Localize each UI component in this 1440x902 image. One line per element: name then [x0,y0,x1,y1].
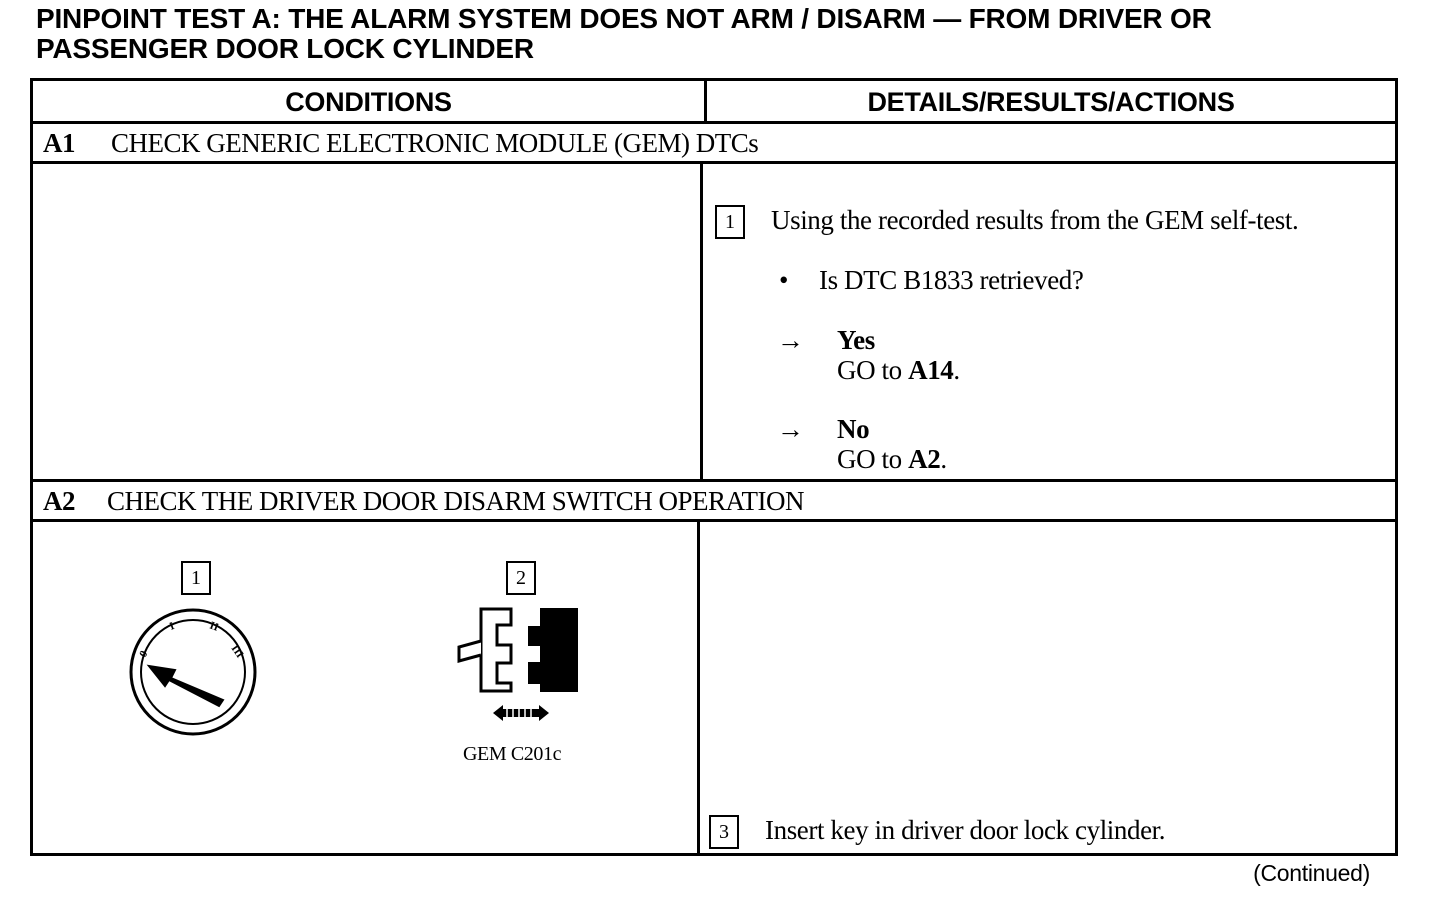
a2-heading-text: CHECK THE DRIVER DOOR DISARM SWITCH OPER… [107,486,805,516]
a1-step-1-box: 1 [715,205,745,239]
a1-yes-label: Yes [837,325,875,355]
details-header: DETAILS/RESULTS/ACTIONS [867,87,1235,117]
a1-no-goto: GO to [837,444,902,474]
a1-question: Is DTC B1833 retrieved? [819,265,1084,295]
a1-bullet: • [779,265,789,295]
title-line-1: PINPOINT TEST A: THE ALARM SYSTEM DOES N… [36,3,1212,34]
a1-bottom-divider [33,479,1395,482]
header-divider [33,121,1395,124]
a1-step-id: A1 [43,128,76,158]
ignition-switch-icon: 0 I II III [129,608,257,736]
ign-label-0: 0 [137,648,150,659]
column-divider [704,81,707,121]
a1-yes-goto: GO to [837,355,902,385]
a1-yes-target: A14 [908,355,954,385]
page-title: PINPOINT TEST A: THE ALARM SYSTEM DOES N… [36,4,1426,64]
yes-arrow-icon: → [777,325,804,355]
ign-label-2: II [208,620,220,634]
a2-fig-1-box: 1 [181,561,211,595]
a2-fig-2-box: 2 [506,561,536,595]
a2-step-3-box: 3 [709,815,739,849]
a2-step-id: A2 [43,486,76,516]
connector-icon [457,607,578,721]
title-line-2: PASSENGER DOOR LOCK CYLINDER [36,33,534,64]
a1-no-target: A2 [908,444,941,474]
a1-no-period: . [940,444,947,474]
ign-label-1: I [168,620,176,633]
a1-no-action: GO to A2. [837,444,947,475]
a2-heading-divider [33,519,1395,522]
a1-heading-text: CHECK GENERIC ELECTRONIC MODULE (GEM) DT… [111,128,759,158]
continued-label: (Continued) [1253,860,1370,886]
conditions-header: CONDITIONS [285,87,452,117]
a1-column-divider [700,161,703,479]
a2-step-3-text: Insert key in driver door lock cylinder. [765,815,1166,845]
a1-heading-divider [33,161,1395,164]
no-arrow-icon: → [777,414,804,444]
a1-no-label: No [837,414,870,444]
a2-heading: A2 CHECK THE DRIVER DOOR DISARM SWITCH OP… [43,481,805,521]
a1-heading: A1 CHECK GENERIC ELECTRONIC MODULE (GEM) … [43,123,759,163]
a1-yes-action: GO to A14. [837,355,960,386]
a1-step-1-text: Using the recorded results from the GEM … [771,205,1299,235]
connector-label: GEM C201c [463,743,562,765]
a2-column-divider [697,519,700,853]
a1-yes-period: . [953,355,960,385]
